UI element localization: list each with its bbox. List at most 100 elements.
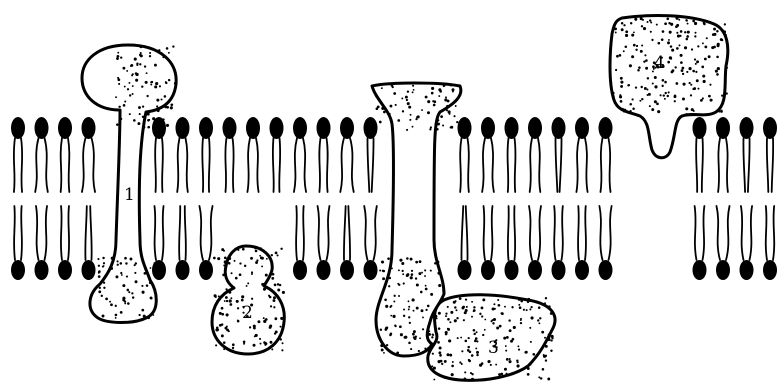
lipid-tail xyxy=(21,206,22,260)
lipid-tail xyxy=(372,138,374,192)
lipid-tail xyxy=(85,206,86,260)
lipid-tail xyxy=(209,138,210,192)
lipid-head xyxy=(58,260,72,280)
lipid-tail xyxy=(562,206,563,260)
lipid-tail xyxy=(68,138,69,192)
lipid-tail xyxy=(726,138,728,192)
lipid-tail xyxy=(718,138,720,192)
lipid-tail xyxy=(340,138,344,192)
lipid-head xyxy=(35,117,49,139)
lipid-tail xyxy=(695,206,697,260)
lipid-tail xyxy=(514,206,515,260)
lipid-head xyxy=(575,260,589,280)
lipid-tail xyxy=(45,206,48,260)
lipid-tail xyxy=(766,206,767,260)
lipid-head xyxy=(458,117,472,139)
lipid-tail xyxy=(466,206,468,260)
protein-4-label: 4 xyxy=(654,53,665,73)
lipid-head xyxy=(293,117,307,139)
protein-3: 3 xyxy=(428,295,555,381)
lipid-head xyxy=(11,117,25,139)
lipid-head xyxy=(340,117,354,139)
lipid-tail xyxy=(484,206,485,260)
protein-1-label: 1 xyxy=(124,185,135,205)
lipid-tail xyxy=(702,138,703,192)
lipid-tail xyxy=(364,206,367,260)
lipid-head xyxy=(693,117,707,139)
lipid-head xyxy=(599,117,613,139)
lipid-head xyxy=(599,260,613,280)
lipid-head xyxy=(82,117,96,139)
lipid-tail xyxy=(599,206,602,260)
lipid-tail xyxy=(741,206,744,260)
lipid-head xyxy=(364,260,378,280)
lipid-tail xyxy=(609,206,612,260)
lipid-tail xyxy=(600,138,602,192)
lipid-head xyxy=(552,260,566,280)
lipid-head xyxy=(176,117,190,139)
lipid-tail xyxy=(162,138,163,192)
lipid-tail xyxy=(61,138,62,192)
lipid-tail xyxy=(273,138,274,192)
lipid-tail xyxy=(185,206,186,260)
protein-4-body xyxy=(610,16,728,158)
lipid-tail xyxy=(21,138,22,192)
lipid-head xyxy=(317,117,331,139)
lipid-tail xyxy=(92,138,96,192)
lipid-tail xyxy=(609,138,611,192)
lipid-tail xyxy=(199,206,203,260)
lipid-tail xyxy=(508,206,509,260)
lipid-tail xyxy=(209,206,213,260)
lipid-tail xyxy=(576,138,579,192)
lipid-tail xyxy=(296,206,297,260)
lipid-tail xyxy=(491,206,492,260)
lipid-tail xyxy=(726,206,730,260)
lipid-tail xyxy=(507,138,508,192)
lipid-tail xyxy=(179,206,180,260)
lipid-tail xyxy=(61,206,62,260)
protein-4: 4 xyxy=(610,16,728,158)
lipid-tail xyxy=(585,206,586,260)
lipid-tail xyxy=(327,138,328,192)
lipid-tail xyxy=(202,138,203,192)
protein-2: 2 xyxy=(212,246,285,354)
lipid-tail xyxy=(14,206,15,260)
lipid-tail xyxy=(696,138,697,192)
lipid-tail xyxy=(460,138,461,192)
lipid-tail xyxy=(319,138,320,192)
lipid-tail xyxy=(256,138,259,192)
lipid-head xyxy=(481,260,495,280)
lipid-head xyxy=(528,260,542,280)
lipid-head xyxy=(246,117,260,139)
lipid-head xyxy=(505,117,519,139)
lipid-head xyxy=(763,260,777,280)
lipid-head xyxy=(317,260,331,280)
lipid-tail xyxy=(303,206,304,260)
lipid-tail xyxy=(491,138,494,192)
lipid-head xyxy=(293,260,307,280)
lipid-tail xyxy=(303,138,306,192)
lipid-head xyxy=(199,260,213,280)
lipid-head xyxy=(199,117,213,139)
lipid-head xyxy=(552,117,566,139)
lipid-head xyxy=(340,260,354,280)
lipid-tail xyxy=(529,206,532,260)
lipid-tail xyxy=(247,138,250,192)
lipid-tail xyxy=(318,206,321,260)
lipid-head xyxy=(505,260,519,280)
lipid-tail xyxy=(327,206,330,260)
lipid-head xyxy=(176,260,190,280)
lipid-head xyxy=(35,260,49,280)
lipid-tail xyxy=(82,138,86,192)
lipid-head xyxy=(458,260,472,280)
lipid-tail xyxy=(294,138,297,192)
lipid-tail xyxy=(177,138,179,192)
protein-3-label: 3 xyxy=(488,338,499,358)
lipid-head xyxy=(11,260,25,280)
lipid-tail xyxy=(585,138,588,192)
lipid-tail xyxy=(374,206,377,260)
lipid-tail xyxy=(344,206,346,260)
lipid-tail xyxy=(703,206,705,260)
